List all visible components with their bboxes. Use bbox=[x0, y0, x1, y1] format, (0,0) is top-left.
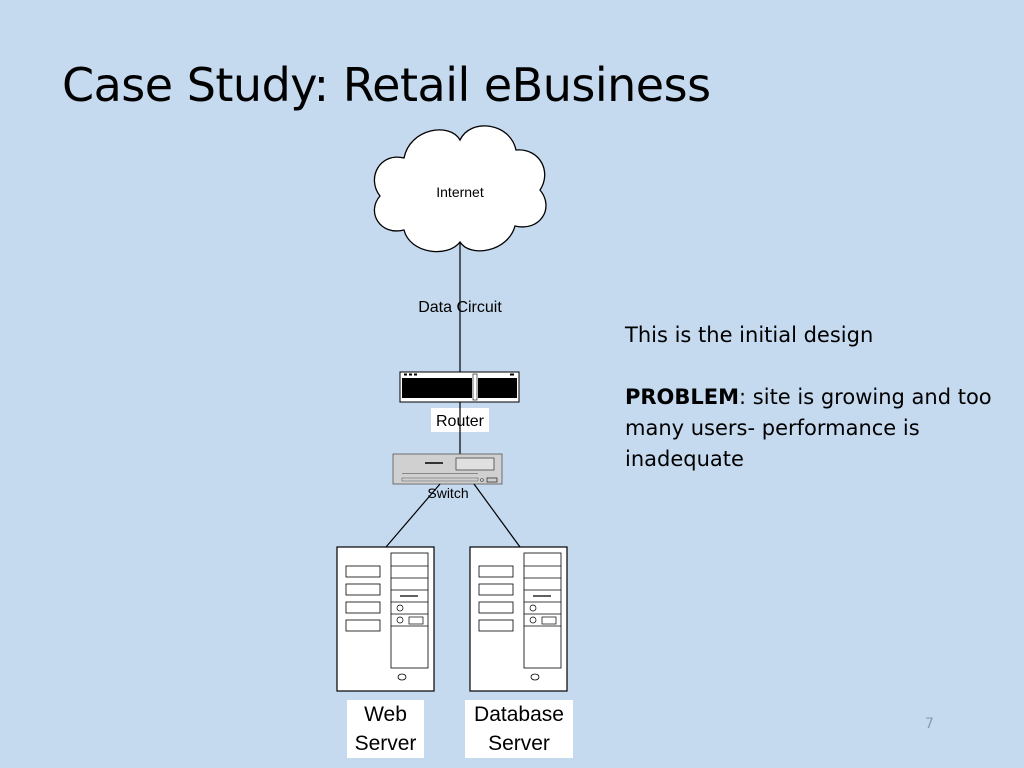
switch-label: Switch bbox=[427, 485, 468, 501]
switch-db-link bbox=[473, 483, 521, 548]
web-server-icon bbox=[336, 546, 435, 692]
problem-label: PROBLEM bbox=[625, 385, 740, 409]
switch-web-link bbox=[385, 483, 441, 548]
data-circuit-label: Data Circuit bbox=[418, 299, 502, 316]
database-server-label: Database Server bbox=[465, 700, 573, 758]
database-server-label-line2: Server bbox=[488, 732, 550, 755]
notes-line1: This is the initial design bbox=[625, 323, 874, 347]
internet-cloud: Internet bbox=[373, 125, 547, 253]
internet-label: Internet bbox=[436, 184, 484, 200]
slide-number: 7 bbox=[925, 716, 934, 732]
web-server-label-line1: Web bbox=[364, 703, 407, 726]
router-icon bbox=[399, 371, 520, 403]
web-server-label-line2: Server bbox=[354, 732, 417, 755]
problem-text: : site is growing and too many users- pe… bbox=[625, 385, 992, 471]
switch-icon bbox=[392, 453, 503, 485]
web-server-label: Web Server bbox=[347, 700, 424, 758]
database-server-icon bbox=[469, 546, 568, 692]
slide-title: Case Study: Retail eBusiness bbox=[62, 58, 711, 112]
notes-problem: PROBLEM: site is growing and too many us… bbox=[625, 382, 995, 475]
notes-panel: This is the initial design PROBLEM: site… bbox=[625, 320, 995, 475]
database-server-label-line1: Database bbox=[474, 703, 564, 726]
